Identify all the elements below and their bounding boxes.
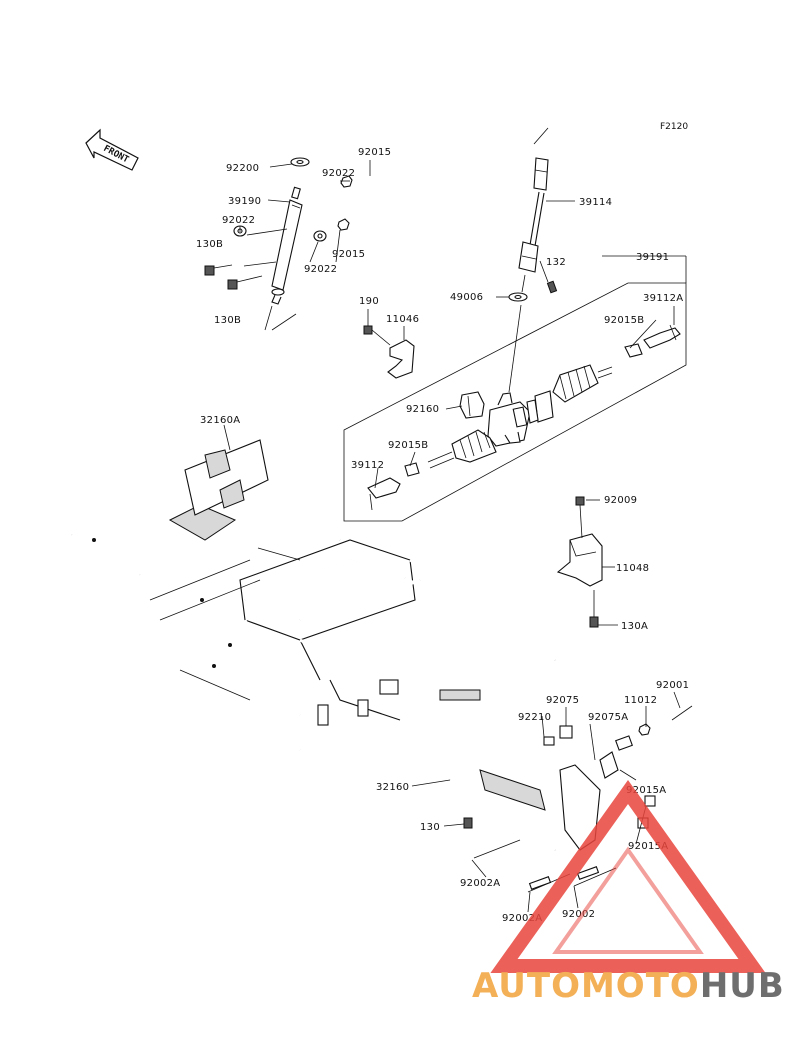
callout-92075: 92075 — [546, 695, 579, 706]
watermark-logo: AUTOMOTOHUB — [472, 779, 785, 1006]
callout-92002a: 92002A — [502, 913, 542, 924]
callout-190: 190 — [359, 296, 379, 307]
callout-132: 132 — [546, 257, 566, 268]
callout-92022: 92022 — [222, 215, 255, 226]
callout-92002: 92002 — [562, 909, 595, 920]
steering-shaft-assembly — [204, 157, 353, 331]
watermark-word-part1: AUTOMOTO — [472, 966, 700, 1006]
callout-92002a: 92002A — [460, 878, 500, 889]
callout-130b: 130B — [196, 239, 223, 250]
callout-130a: 130A — [621, 621, 648, 632]
callout-92022: 92022 — [322, 168, 355, 179]
callout-92015a: 92015A — [626, 785, 666, 796]
callout-32160a: 32160A — [200, 415, 240, 426]
bracket-11048 — [556, 496, 603, 628]
callout-130b: 130B — [214, 315, 241, 326]
rack-assembly-group-outline — [343, 282, 687, 522]
callout-92015b: 92015B — [388, 440, 428, 451]
intermediate-shaft-assembly — [508, 127, 558, 393]
callout-92200: 92200 — [226, 163, 259, 174]
steering-rack-assembly — [367, 324, 681, 511]
callout-92022: 92022 — [304, 264, 337, 275]
callout-39112a: 39112A — [643, 293, 683, 304]
svg-text:AUTOMOTOHUB: AUTOMOTOHUB — [472, 966, 785, 1006]
front-arrow-icon: FRONT — [85, 128, 139, 171]
callout-92015b: 92015B — [604, 315, 644, 326]
reference-code: F2120 — [660, 122, 688, 132]
callout-130: 130 — [420, 822, 440, 833]
callout-39112: 39112 — [351, 460, 384, 471]
callout-49006: 49006 — [450, 292, 483, 303]
leader-lines — [223, 160, 687, 913]
sub-frame — [448, 705, 693, 893]
callout-labels: 92200 92015 92022 39190 92022 130B 92015… — [196, 147, 689, 924]
callout-92001: 92001 — [656, 680, 689, 691]
callout-92015: 92015 — [332, 249, 365, 260]
callout-11012: 11012 — [624, 695, 657, 706]
callout-92009: 92009 — [604, 495, 637, 506]
bracket-11046 — [363, 325, 415, 379]
watermark-triangle-icon — [490, 779, 766, 973]
callout-92210: 92210 — [518, 712, 551, 723]
main-frame — [70, 438, 557, 752]
callout-11046: 11046 — [386, 314, 419, 325]
callout-11048: 11048 — [616, 563, 649, 574]
watermark-word-part2: HUB — [700, 966, 785, 1006]
callout-92015: 92015 — [358, 147, 391, 158]
callout-92015a: 92015A — [628, 841, 668, 852]
callout-39114: 39114 — [579, 197, 612, 208]
callout-92160: 92160 — [406, 404, 439, 415]
callout-39190: 39190 — [228, 196, 261, 207]
callout-32160: 32160 — [376, 782, 409, 793]
callout-39191: 39191 — [636, 252, 669, 263]
callout-92075a: 92075A — [588, 712, 628, 723]
